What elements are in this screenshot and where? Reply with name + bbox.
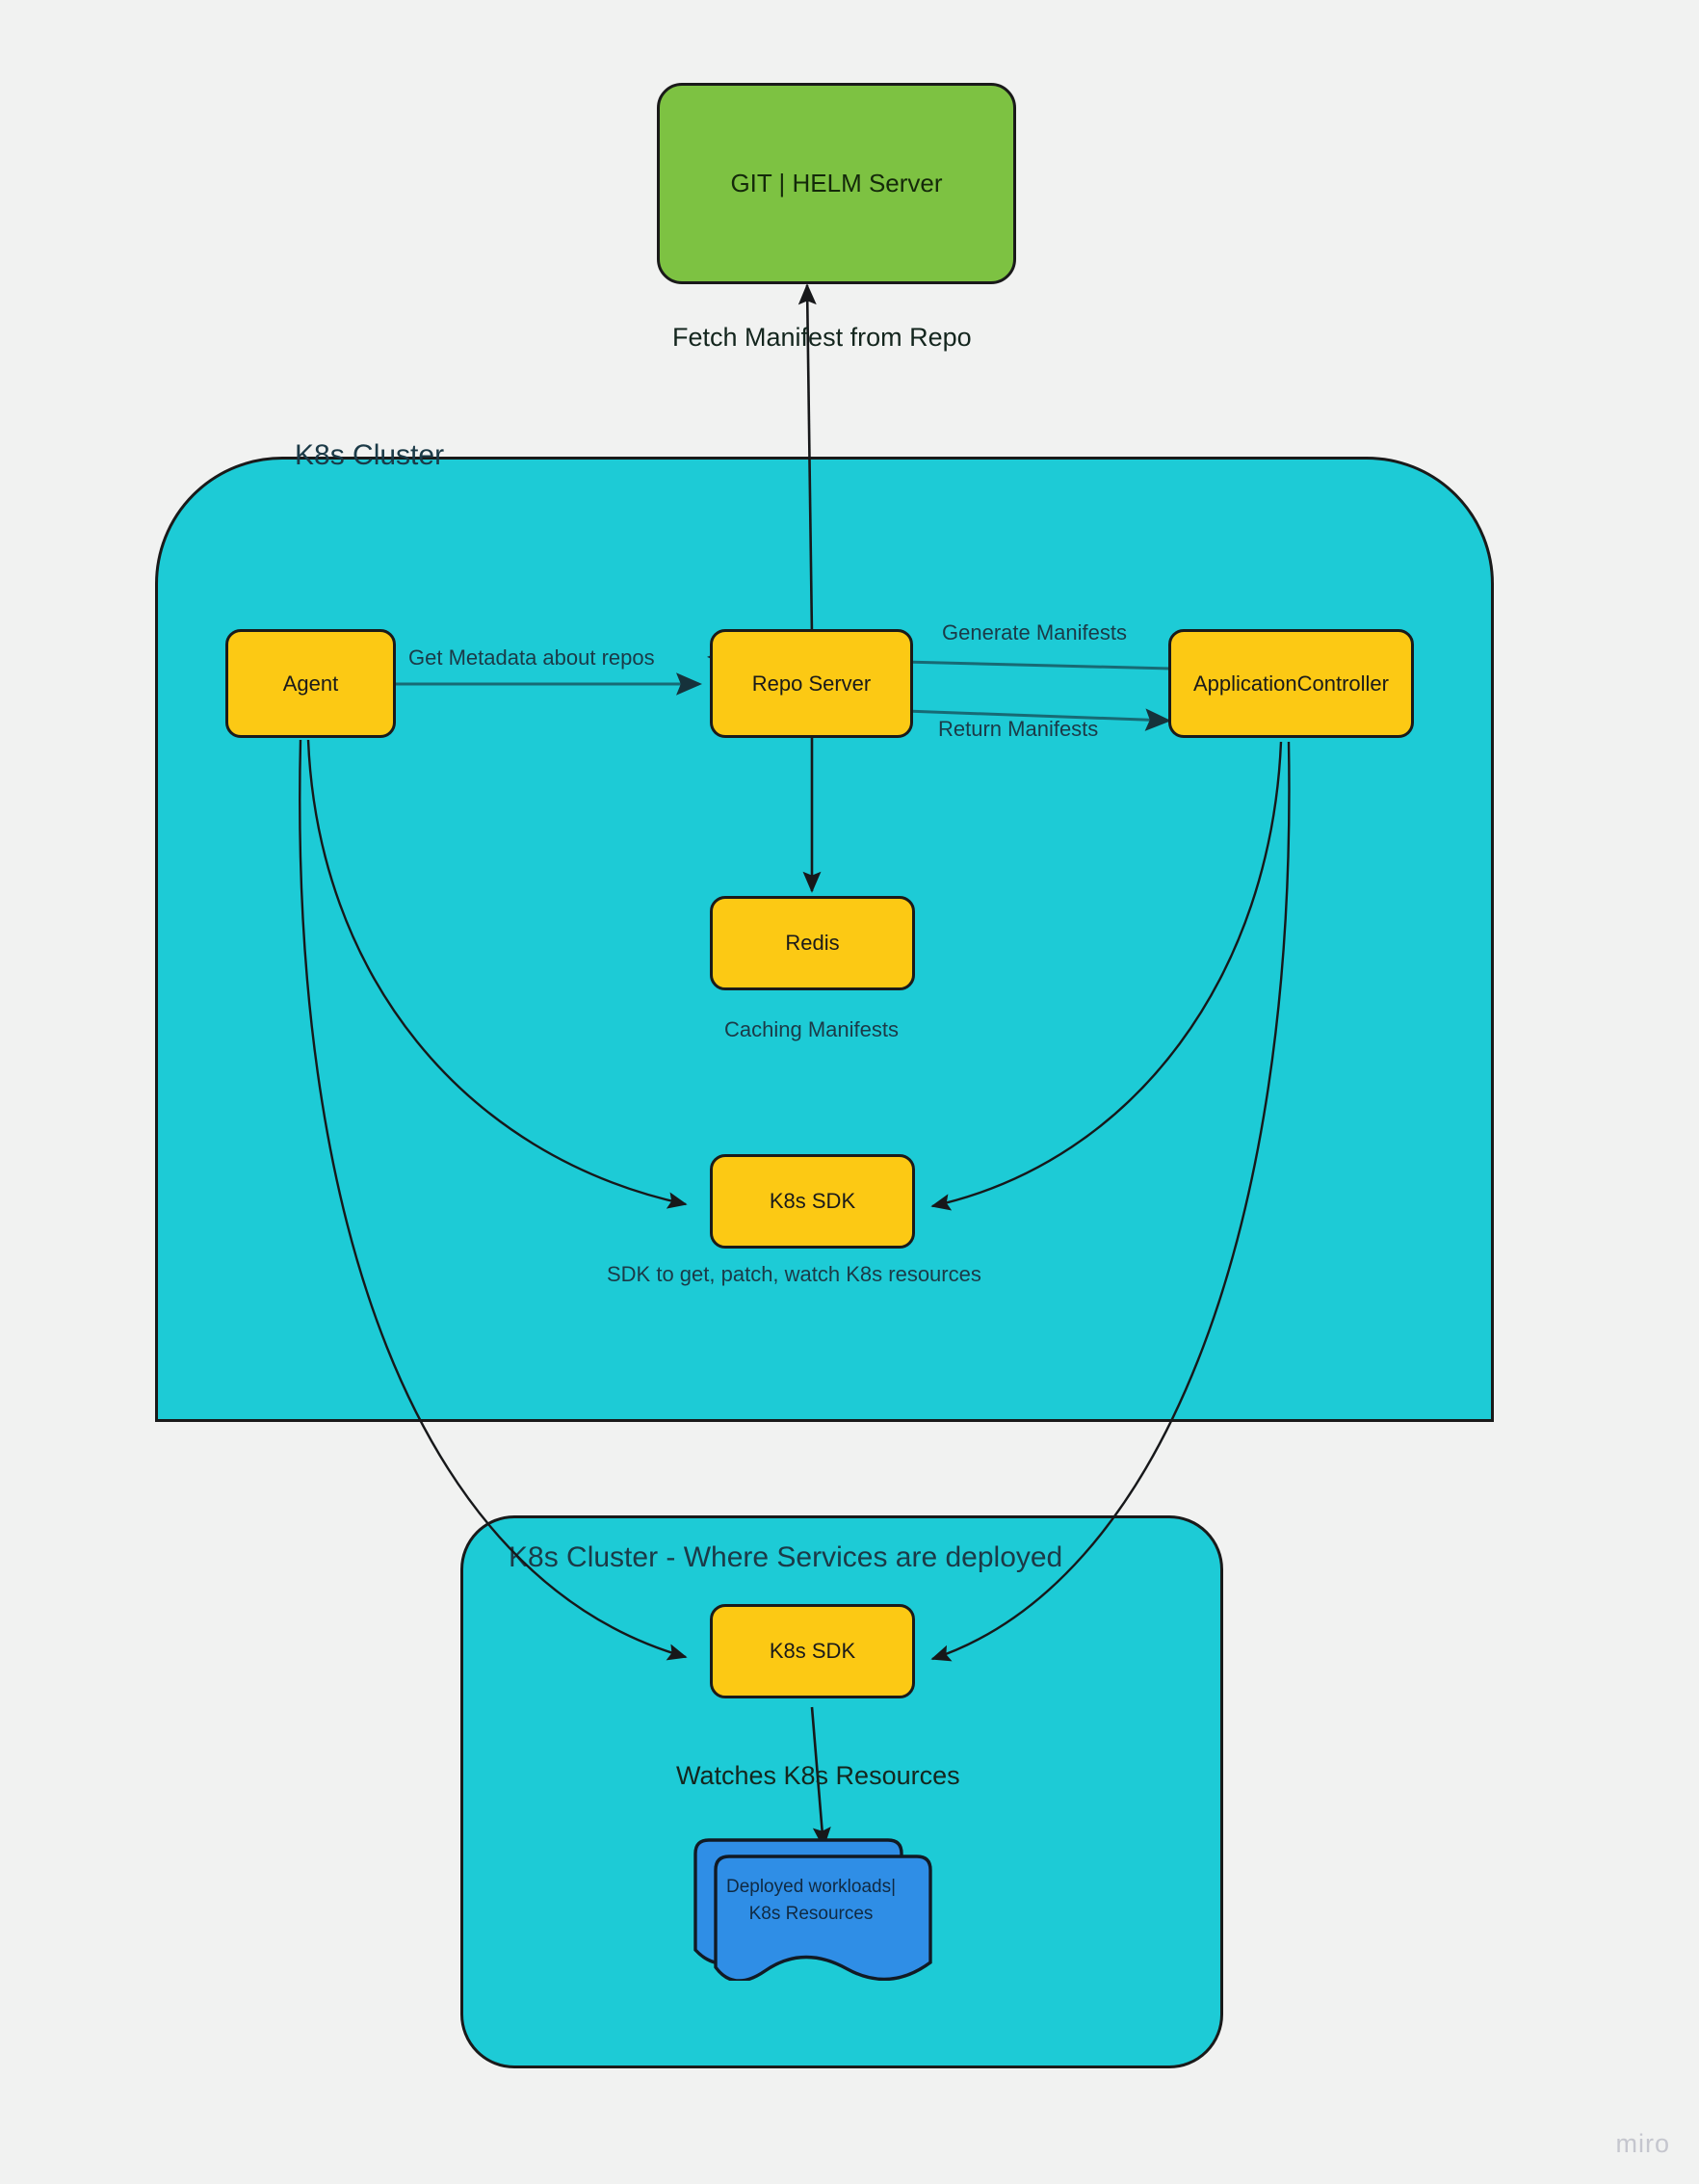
edge-label-return-manifests: Return Manifests — [938, 717, 1099, 741]
edge-label-fetch-manifest: Fetch Manifest from Repo — [672, 323, 972, 352]
edge-label-generate-manifests: Generate Manifests — [942, 620, 1127, 645]
caption-redis: Caching Manifests — [724, 1017, 899, 1041]
deployed-workloads-line-1: Deployed workloads| — [725, 1877, 897, 1897]
node-application-controller[interactable]: ApplicationController — [1168, 629, 1414, 738]
cluster-k8s-cluster-services-label: K8s Cluster - Where Services are deploye… — [509, 1541, 1063, 1573]
node-redis[interactable]: Redis — [710, 896, 915, 990]
node-k8s-sdk-upper[interactable]: K8s SDK — [710, 1154, 915, 1249]
edge-label-watches-k8s-resources: Watches K8s Resources — [676, 1761, 960, 1790]
edge-label-get-metadata: Get Metadata about repos — [408, 645, 655, 670]
node-repo-server[interactable]: Repo Server — [710, 629, 913, 738]
deployed-workloads-front-shape — [714, 1855, 932, 1981]
caption-k8s-sdk: SDK to get, patch, watch K8s resources — [607, 1262, 981, 1286]
node-agent[interactable]: Agent — [225, 629, 396, 738]
miro-watermark: miro — [1615, 2129, 1670, 2158]
cluster-k8s-cluster-label: K8s Cluster — [295, 439, 445, 471]
cluster-k8s-cluster-services[interactable] — [460, 1515, 1223, 2068]
deployed-workloads-line-2: K8s Resources — [748, 1903, 874, 1924]
deployed-workloads-label: Deployed workloads| K8s Resources — [700, 1874, 922, 1927]
node-k8s-sdk-lower[interactable]: K8s SDK — [710, 1604, 915, 1698]
node-git-helm-server[interactable]: GIT | HELM Server — [657, 83, 1016, 284]
node-deployed-workloads[interactable] — [686, 1836, 936, 1981]
